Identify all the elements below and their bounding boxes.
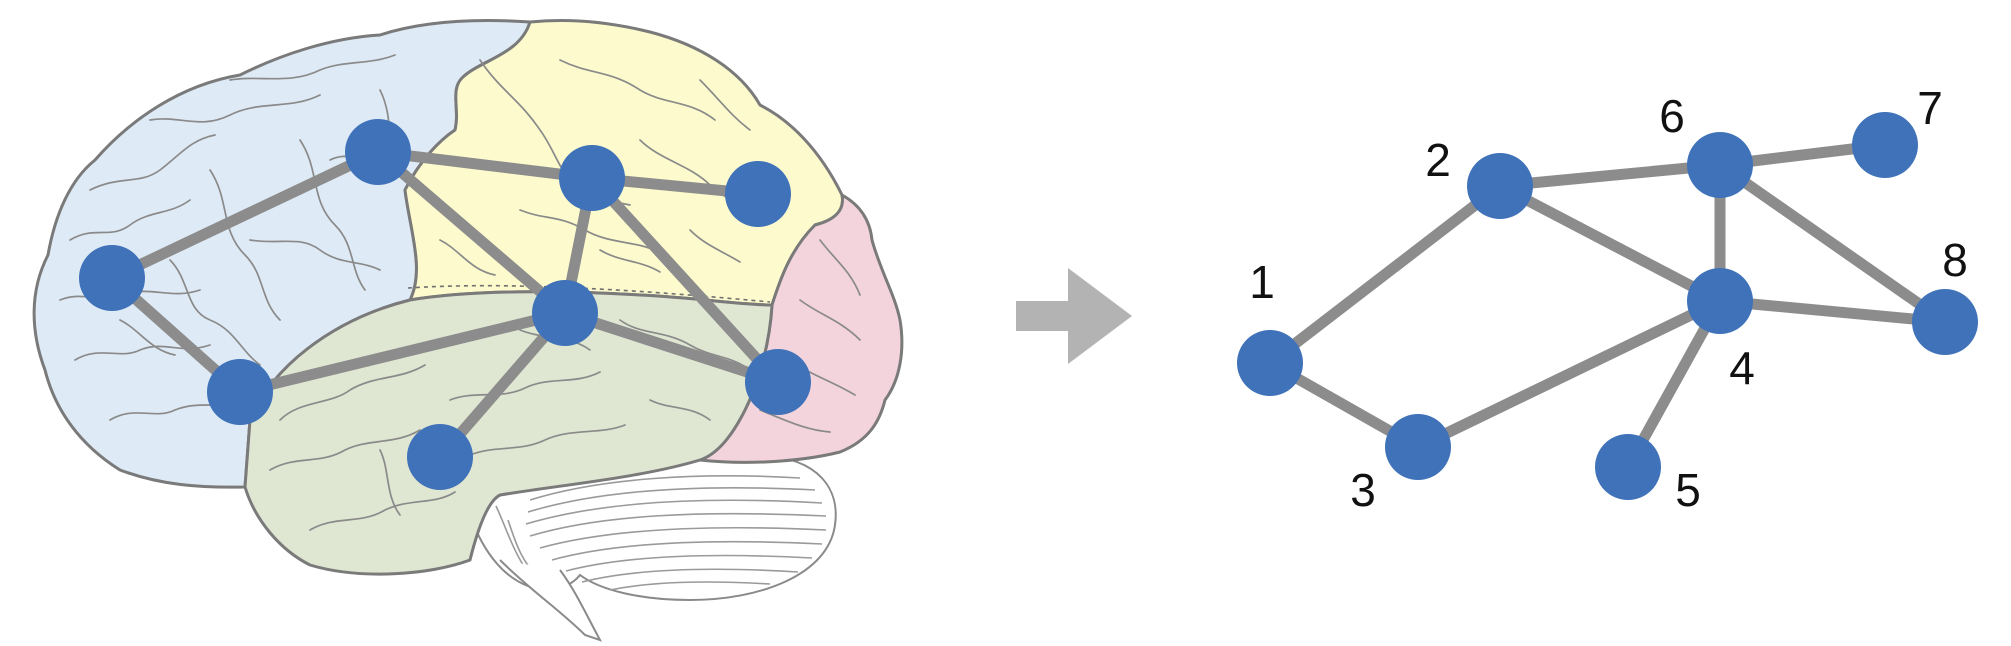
brain-node-f [532,280,598,346]
graph-node-label-4: 4 [1729,342,1755,394]
brain-node-d [559,145,625,211]
graph-node-5 [1595,434,1661,500]
graph-node-1 [1237,330,1303,396]
graph-edge-2-4 [1494,180,1726,307]
graph-node-6 [1687,132,1753,198]
brain-network-nodes [79,119,811,490]
arrow-shaft [1016,301,1074,331]
graph-node-7 [1852,112,1918,178]
graph-nodes [1237,112,1978,500]
brain-edge-c-f [234,307,571,398]
graph-node-label-1: 1 [1249,256,1275,308]
arrow-head [1068,268,1132,364]
graph-labels: 1 2 3 4 5 6 7 8 [1249,82,1968,516]
brain-edge-a-b [106,146,384,284]
graph-node-label-5: 5 [1675,464,1701,516]
brain-node-e [725,161,791,227]
brain-edge-d-g [586,172,784,388]
graph-node-label-2: 2 [1425,134,1451,186]
graph-node-4 [1687,268,1753,334]
cerebellum [468,453,837,642]
lobe-boundary-dashed [407,284,771,303]
brain-illustration [32,18,904,642]
graph-node-3 [1385,414,1451,480]
brain-node-a [79,245,145,311]
graph-edge-1-2 [1264,180,1506,369]
graph-node-label-3: 3 [1350,464,1376,516]
brain-edge-b-d [372,146,598,184]
graph-node-label-6: 6 [1659,90,1685,142]
brain-edge-b-f [372,146,571,319]
graph-node-label-8: 8 [1942,234,1968,286]
graph-edges [1264,139,1951,473]
graph-node-label-7: 7 [1917,82,1943,134]
graph-edge-6-8 [1714,159,1951,328]
brain-node-h [407,424,473,490]
brain-node-c [207,359,273,425]
brain-edge-f-g [559,307,784,388]
graph-edge-2-6 [1494,159,1726,192]
brain-node-g [745,349,811,415]
occipital-lobe [699,192,904,464]
right-arrow-icon [1016,268,1132,364]
graph-node-2 [1467,153,1533,219]
abstract-graph: 1 2 3 4 5 6 7 8 [1237,82,1978,516]
brain-node-b [345,119,411,185]
graph-edge-4-8 [1714,295,1951,328]
graph-node-8 [1912,289,1978,355]
graph-edge-3-4 [1412,295,1726,453]
